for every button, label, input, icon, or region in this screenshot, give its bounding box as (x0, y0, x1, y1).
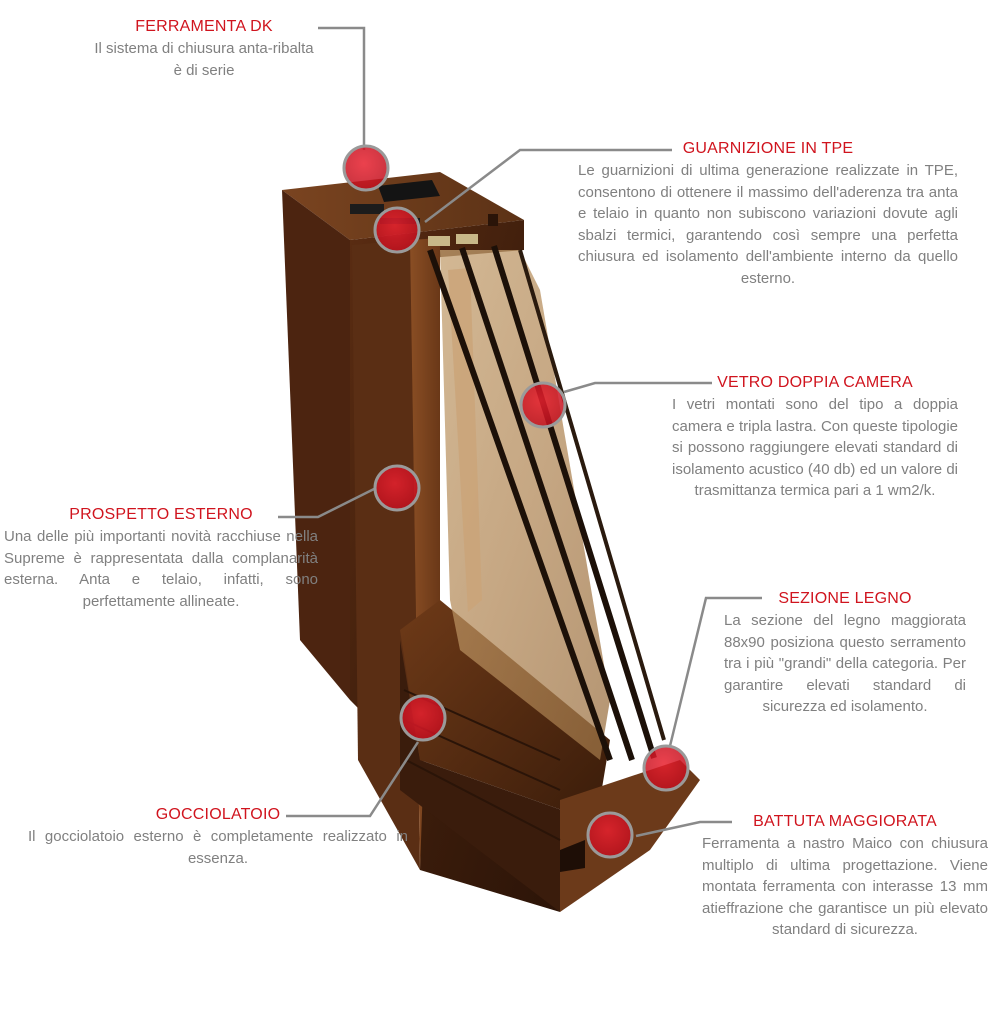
callout-text: Il gocciolatoio esterno è completamente … (28, 828, 408, 867)
glass-inner-frame (448, 268, 482, 612)
callout-title: FERRAMENTA DK (135, 18, 273, 35)
sash-bottom-front (400, 640, 590, 912)
hotspot-vetro-doppia-camera[interactable] (519, 381, 567, 429)
leader-gocciolatoio (286, 741, 420, 818)
callout-text: La sezione del legno maggiorata 88x90 po… (724, 612, 966, 715)
callout-ferramenta-dk: FERRAMENTA DK Il sistema di chiusura ant… (58, 18, 350, 81)
callout-guarnizione-tpe: GUARNIZIONE IN TPE Le guarnizioni di ult… (578, 140, 958, 289)
leader-battuta-maggiorata (635, 820, 732, 838)
glass-pane-1 (427, 249, 613, 761)
hotspot-guarnizione-tpe[interactable] (373, 206, 421, 254)
leader-sezione-legno (668, 596, 762, 747)
callout-sezione-legno: SEZIONE LEGNO La sezione del legno maggi… (724, 590, 966, 718)
hotspot-ferramenta-dk[interactable] (342, 144, 390, 192)
drip-notch (560, 840, 585, 872)
callout-text: I vetri montati sono del tipo a doppia c… (672, 396, 958, 499)
callout-vetro-doppia-camera: VETRO DOPPIA CAMERA I vetri montati sono… (672, 374, 958, 502)
hotspot-markers[interactable] (342, 144, 690, 859)
callout-title: SEZIONE LEGNO (778, 590, 912, 607)
screw-mark (488, 214, 498, 226)
leader-prospetto-esterno (278, 486, 377, 519)
drip-grooves (403, 689, 585, 872)
frame-top-face (282, 172, 524, 240)
leader-lines (278, 26, 762, 838)
callout-title: PROSPETTO ESTERNO (69, 506, 253, 523)
callout-text: Una delle più importanti novità racchius… (4, 528, 318, 610)
hotspot-gocciolatoio[interactable] (399, 694, 447, 742)
slot-top (378, 180, 440, 202)
hotspot-battuta-maggiorata[interactable] (586, 811, 634, 859)
sash-bottom-rail (400, 600, 610, 820)
callout-text-line-2: è di serie (173, 61, 235, 79)
glass-pane-2 (459, 247, 635, 761)
leader-vetro-doppia-camera (563, 381, 712, 394)
glass-pane-4 (518, 249, 666, 741)
hotspot-prospetto-esterno[interactable] (373, 464, 421, 512)
callout-text: Ferramenta a nastro Maico con chiusura m… (702, 835, 988, 938)
slot-plate (350, 204, 384, 214)
callout-title: GOCCIOLATOIO (155, 806, 281, 823)
callout-prospetto-esterno: PROSPETTO ESTERNO Una delle più importan… (4, 506, 318, 612)
leader-guarnizione-tpe (424, 148, 672, 223)
frame-left-face (282, 190, 350, 700)
hotspot-sezione-legno[interactable] (642, 744, 690, 792)
callout-battuta-maggiorata: BATTUTA MAGGIORATA Ferramenta a nastro M… (702, 813, 988, 941)
groove-3 (405, 759, 561, 841)
glass-pane-3 (491, 245, 657, 759)
callout-text: Le guarnizioni di ultima generazione rea… (578, 162, 958, 287)
leader-ferramenta-dk (318, 26, 366, 150)
callout-text-line-1: Il sistema di chiusura anta-ribalta (94, 40, 314, 57)
callout-title: GUARNIZIONE IN TPE (682, 140, 854, 157)
spacer-bar-1 (428, 236, 450, 246)
spacer-bar-2 (456, 234, 478, 244)
callout-title: BATTUTA MAGGIORATA (753, 813, 937, 830)
callout-title: VETRO DOPPIA CAMERA (717, 374, 913, 391)
glazing (427, 234, 666, 761)
callout-gocciolatoio: GOCCIOLATOIO Il gocciolatoio esterno è c… (28, 806, 408, 869)
